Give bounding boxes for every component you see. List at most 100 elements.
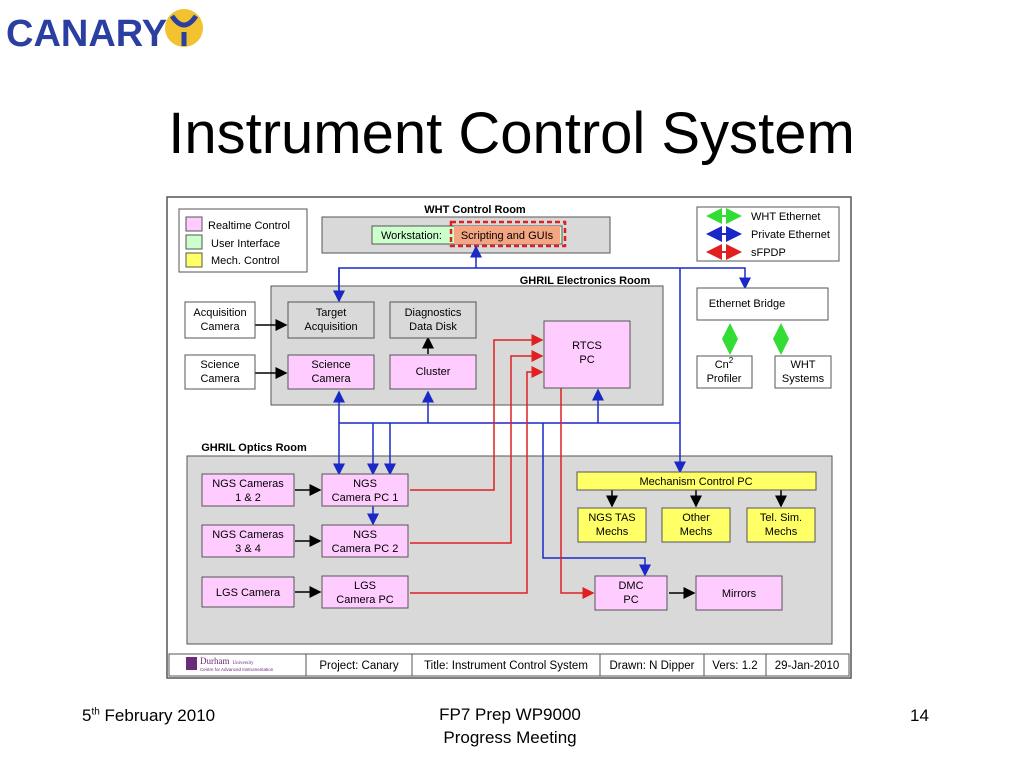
legend-realtime-label: Realtime Control <box>208 220 290 232</box>
titleblock-title: Title: Instrument Control System <box>424 660 588 672</box>
control-room-label: WHT Control Room <box>424 204 526 216</box>
title-block <box>168 653 850 677</box>
node-rtcs <box>543 320 631 389</box>
scripting-highlight <box>449 220 567 248</box>
node-cn2-line2: Profiler <box>707 373 742 385</box>
link-rtcs-dmc <box>560 388 595 599</box>
titleblock-date: 29-Jan-2010 <box>775 660 840 672</box>
node-ngs-tas-line2: Mechs <box>596 526 629 538</box>
link-ngs2-rtcs <box>410 350 544 544</box>
footer-date: 5th February 2010 <box>82 706 215 726</box>
legend-mech-label: Mech. Control <box>211 255 279 267</box>
node-sci-node-line1: Science <box>311 359 350 371</box>
footer-date-day: 5 <box>82 706 92 725</box>
node-eth-bridge <box>696 287 829 321</box>
canary-logo-y-mark <box>169 14 199 46</box>
node-ngs34-line2: 3 & 4 <box>235 543 261 555</box>
node-other-mechs-line1: Other <box>682 512 710 524</box>
node-target-acq-line1: Target <box>316 307 347 319</box>
node-ngs-pc1-line1: NGS <box>353 478 377 490</box>
footer-meeting-line2: Progress Meeting <box>443 728 577 747</box>
system-diagram: WHT Control Room GHRIL Electronics Room … <box>166 196 852 679</box>
electronics-room-label: GHRIL Electronics Room <box>520 275 651 287</box>
node-lgs-pc <box>321 575 409 609</box>
workstation-label: Workstation: <box>381 230 442 242</box>
org-name-suffix: University <box>233 661 255 666</box>
node-cn2-sup: 2 <box>729 356 734 365</box>
optics-room-label: GHRIL Optics Room <box>201 442 307 454</box>
node-ngs12-line1: NGS Cameras <box>212 478 284 490</box>
node-lgs-pc-line2: Camera PC <box>336 594 394 606</box>
node-sci-camera-line2: Camera <box>200 373 240 385</box>
node-rtcs-line2: PC <box>579 354 594 366</box>
node-acq-camera-line2: Camera <box>200 321 240 333</box>
node-target-acq-line2: Acquisition <box>304 321 357 333</box>
node-wht-systems-line1: WHT <box>790 359 815 371</box>
legend-private-label: Private Ethernet <box>751 229 830 241</box>
node-other-mechs <box>661 507 731 543</box>
node-sci-node-line2: Camera <box>311 373 351 385</box>
node-tel-sim-line1: Tel. Sim. <box>760 512 802 524</box>
canary-logo-text: CANARY <box>6 13 167 54</box>
node-ngs-cams-12 <box>201 473 295 507</box>
node-mirrors-label: Mirrors <box>722 588 757 600</box>
org-name: Durham <box>200 656 230 666</box>
node-ngs-tas-line1: NGS TAS <box>588 512 635 524</box>
legend-swatch-ui <box>185 234 203 250</box>
node-ngs34-line1: NGS Cameras <box>212 529 284 541</box>
footer-meeting-line1: FP7 Prep WP9000 <box>439 705 581 724</box>
node-sci-camera <box>184 354 256 390</box>
node-ngs-tas <box>577 507 647 543</box>
node-lgs-camera <box>201 576 295 608</box>
node-acq-camera-line1: Acquisition <box>193 307 246 319</box>
node-rtcs-line1: RTCS <box>572 340 602 352</box>
node-diag-disk <box>389 301 477 339</box>
node-lgs-camera-label: LGS Camera <box>216 587 281 599</box>
node-ngs12-line2: 1 & 2 <box>235 492 261 504</box>
node-diag-disk-line2: Data Disk <box>409 321 457 333</box>
legend-swatch-mech <box>185 252 203 268</box>
legend-swatch-realtime <box>185 216 203 232</box>
node-ngs-pc1 <box>321 473 409 507</box>
node-acq-camera <box>184 301 256 339</box>
node-cluster <box>389 354 477 390</box>
node-dmc <box>594 575 668 611</box>
node-cluster-label: Cluster <box>416 366 451 378</box>
node-other-mechs-line2: Mechs <box>680 526 713 538</box>
node-tel-sim <box>746 507 816 543</box>
node-ngs-pc2 <box>321 524 409 558</box>
titleblock-version: Vers: 1.2 <box>712 660 757 672</box>
titleblock-project: Project: Canary <box>319 660 399 672</box>
node-eth-bridge-label: Ethernet Bridge <box>709 298 785 310</box>
node-mech-pc-label: Mechanism Control PC <box>639 476 752 488</box>
node-ngs-cams-34 <box>201 524 295 558</box>
node-sci-node <box>287 354 375 390</box>
legend-sfpdp-label: sFPDP <box>751 247 786 259</box>
legend-ui-label: User Interface <box>211 238 280 250</box>
slide-title: Instrument Control System <box>168 101 855 166</box>
node-cn2-profiler <box>696 355 753 389</box>
scripting-box <box>454 226 560 244</box>
scripting-label: Scripting and GUIs <box>461 230 554 242</box>
node-wht-systems-line2: Systems <box>782 373 825 385</box>
footer-meeting: FP7 Prep WP9000 Progress Meeting <box>380 703 640 749</box>
link-lgs-rtcs <box>410 366 544 594</box>
footer-date-rest: February 2010 <box>99 706 216 725</box>
node-ngs-pc2-line2: Camera PC 2 <box>332 543 399 555</box>
canary-logo: CANARY <box>6 9 203 54</box>
titleblock-drawn: Drawn: N Dipper <box>610 660 695 672</box>
node-cn2-text: Cn <box>715 359 729 371</box>
footer-date-suffix: th <box>91 706 100 718</box>
node-cn2-line1: Cn2 <box>715 356 734 371</box>
org-line2: Centre for Advanced Instrumentation <box>200 667 274 672</box>
node-tel-sim-line2: Mechs <box>765 526 798 538</box>
node-sci-camera-line1: Science <box>200 359 239 371</box>
node-dmc-line2: PC <box>623 594 638 606</box>
node-diag-disk-line1: Diagnostics <box>405 307 462 319</box>
node-ngs-pc1-line2: Camera PC 1 <box>332 492 399 504</box>
durham-crest-icon <box>186 657 197 670</box>
node-wht-systems <box>774 355 832 389</box>
node-mech-pc <box>576 471 817 491</box>
node-lgs-pc-line1: LGS <box>354 580 376 592</box>
